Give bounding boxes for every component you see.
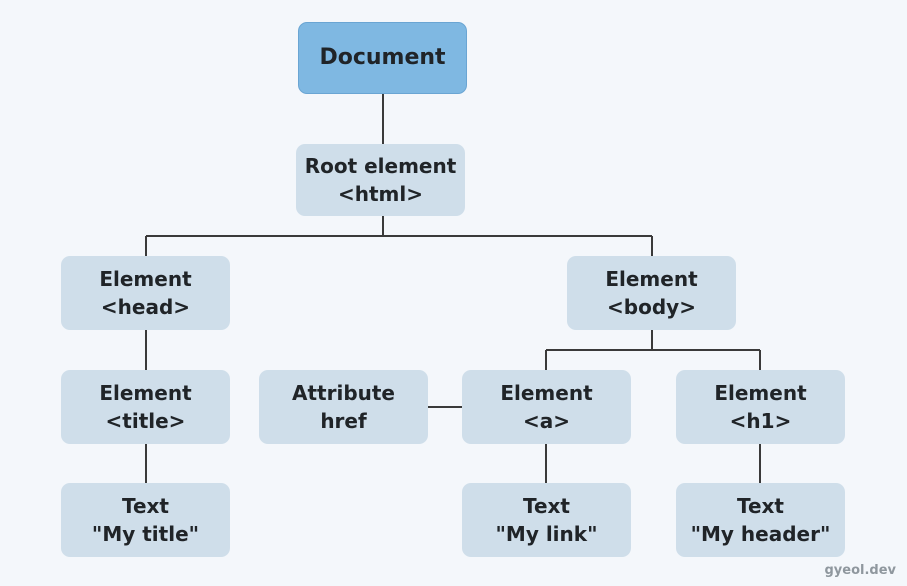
body-element-node: Element <body> xyxy=(567,256,736,330)
title-element-label: Element xyxy=(99,381,192,405)
text-header-node: Text "My header" xyxy=(676,483,845,557)
body-element-tag: <body> xyxy=(607,295,696,319)
text-title-node: Text "My title" xyxy=(61,483,230,557)
title-element-node: Element <title> xyxy=(61,370,230,444)
head-element-label: Element xyxy=(99,267,192,291)
h1-element-tag: <h1> xyxy=(729,409,792,433)
root-element-tag: <html> xyxy=(337,182,423,206)
document-node: Document xyxy=(298,22,467,94)
text-header-label: Text xyxy=(736,494,784,518)
root-element-node: Root element <html> xyxy=(296,144,465,216)
text-title-value: "My title" xyxy=(91,522,200,546)
a-element-node: Element <a> xyxy=(462,370,631,444)
a-element-label: Element xyxy=(500,381,593,405)
text-link-label: Text xyxy=(522,494,570,518)
text-link-node: Text "My link" xyxy=(462,483,631,557)
attribute-href-node: Attribute href xyxy=(259,370,428,444)
head-element-node: Element <head> xyxy=(61,256,230,330)
document-node-label: Document xyxy=(319,45,446,70)
watermark: gyeol.dev xyxy=(824,563,896,578)
h1-element-label: Element xyxy=(714,381,807,405)
root-element-label: Root element xyxy=(304,154,457,178)
a-element-tag: <a> xyxy=(522,409,570,433)
body-element-label: Element xyxy=(605,267,698,291)
text-header-value: "My header" xyxy=(690,522,831,546)
text-title-label: Text xyxy=(121,494,169,518)
h1-element-node: Element <h1> xyxy=(676,370,845,444)
attribute-label: Attribute xyxy=(292,381,395,405)
head-element-tag: <head> xyxy=(100,295,191,319)
title-element-tag: <title> xyxy=(105,409,186,433)
text-link-value: "My link" xyxy=(495,522,598,546)
attribute-name: href xyxy=(320,409,367,433)
